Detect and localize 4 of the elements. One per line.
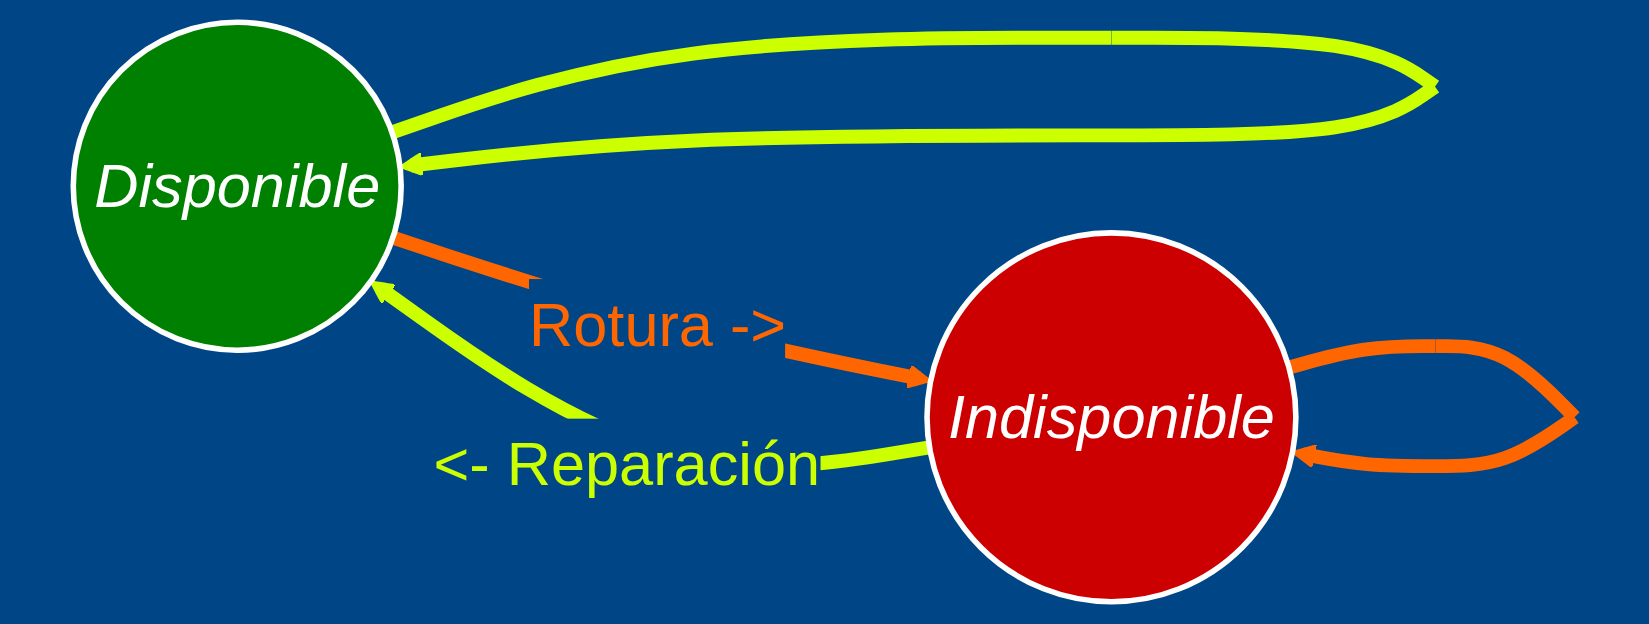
edge-label: <- Reparación [433,429,821,500]
node-circle: Indisponible [924,230,1299,605]
node-circle: Disponible [70,19,405,353]
edge-label: Rotura -> [529,290,787,360]
